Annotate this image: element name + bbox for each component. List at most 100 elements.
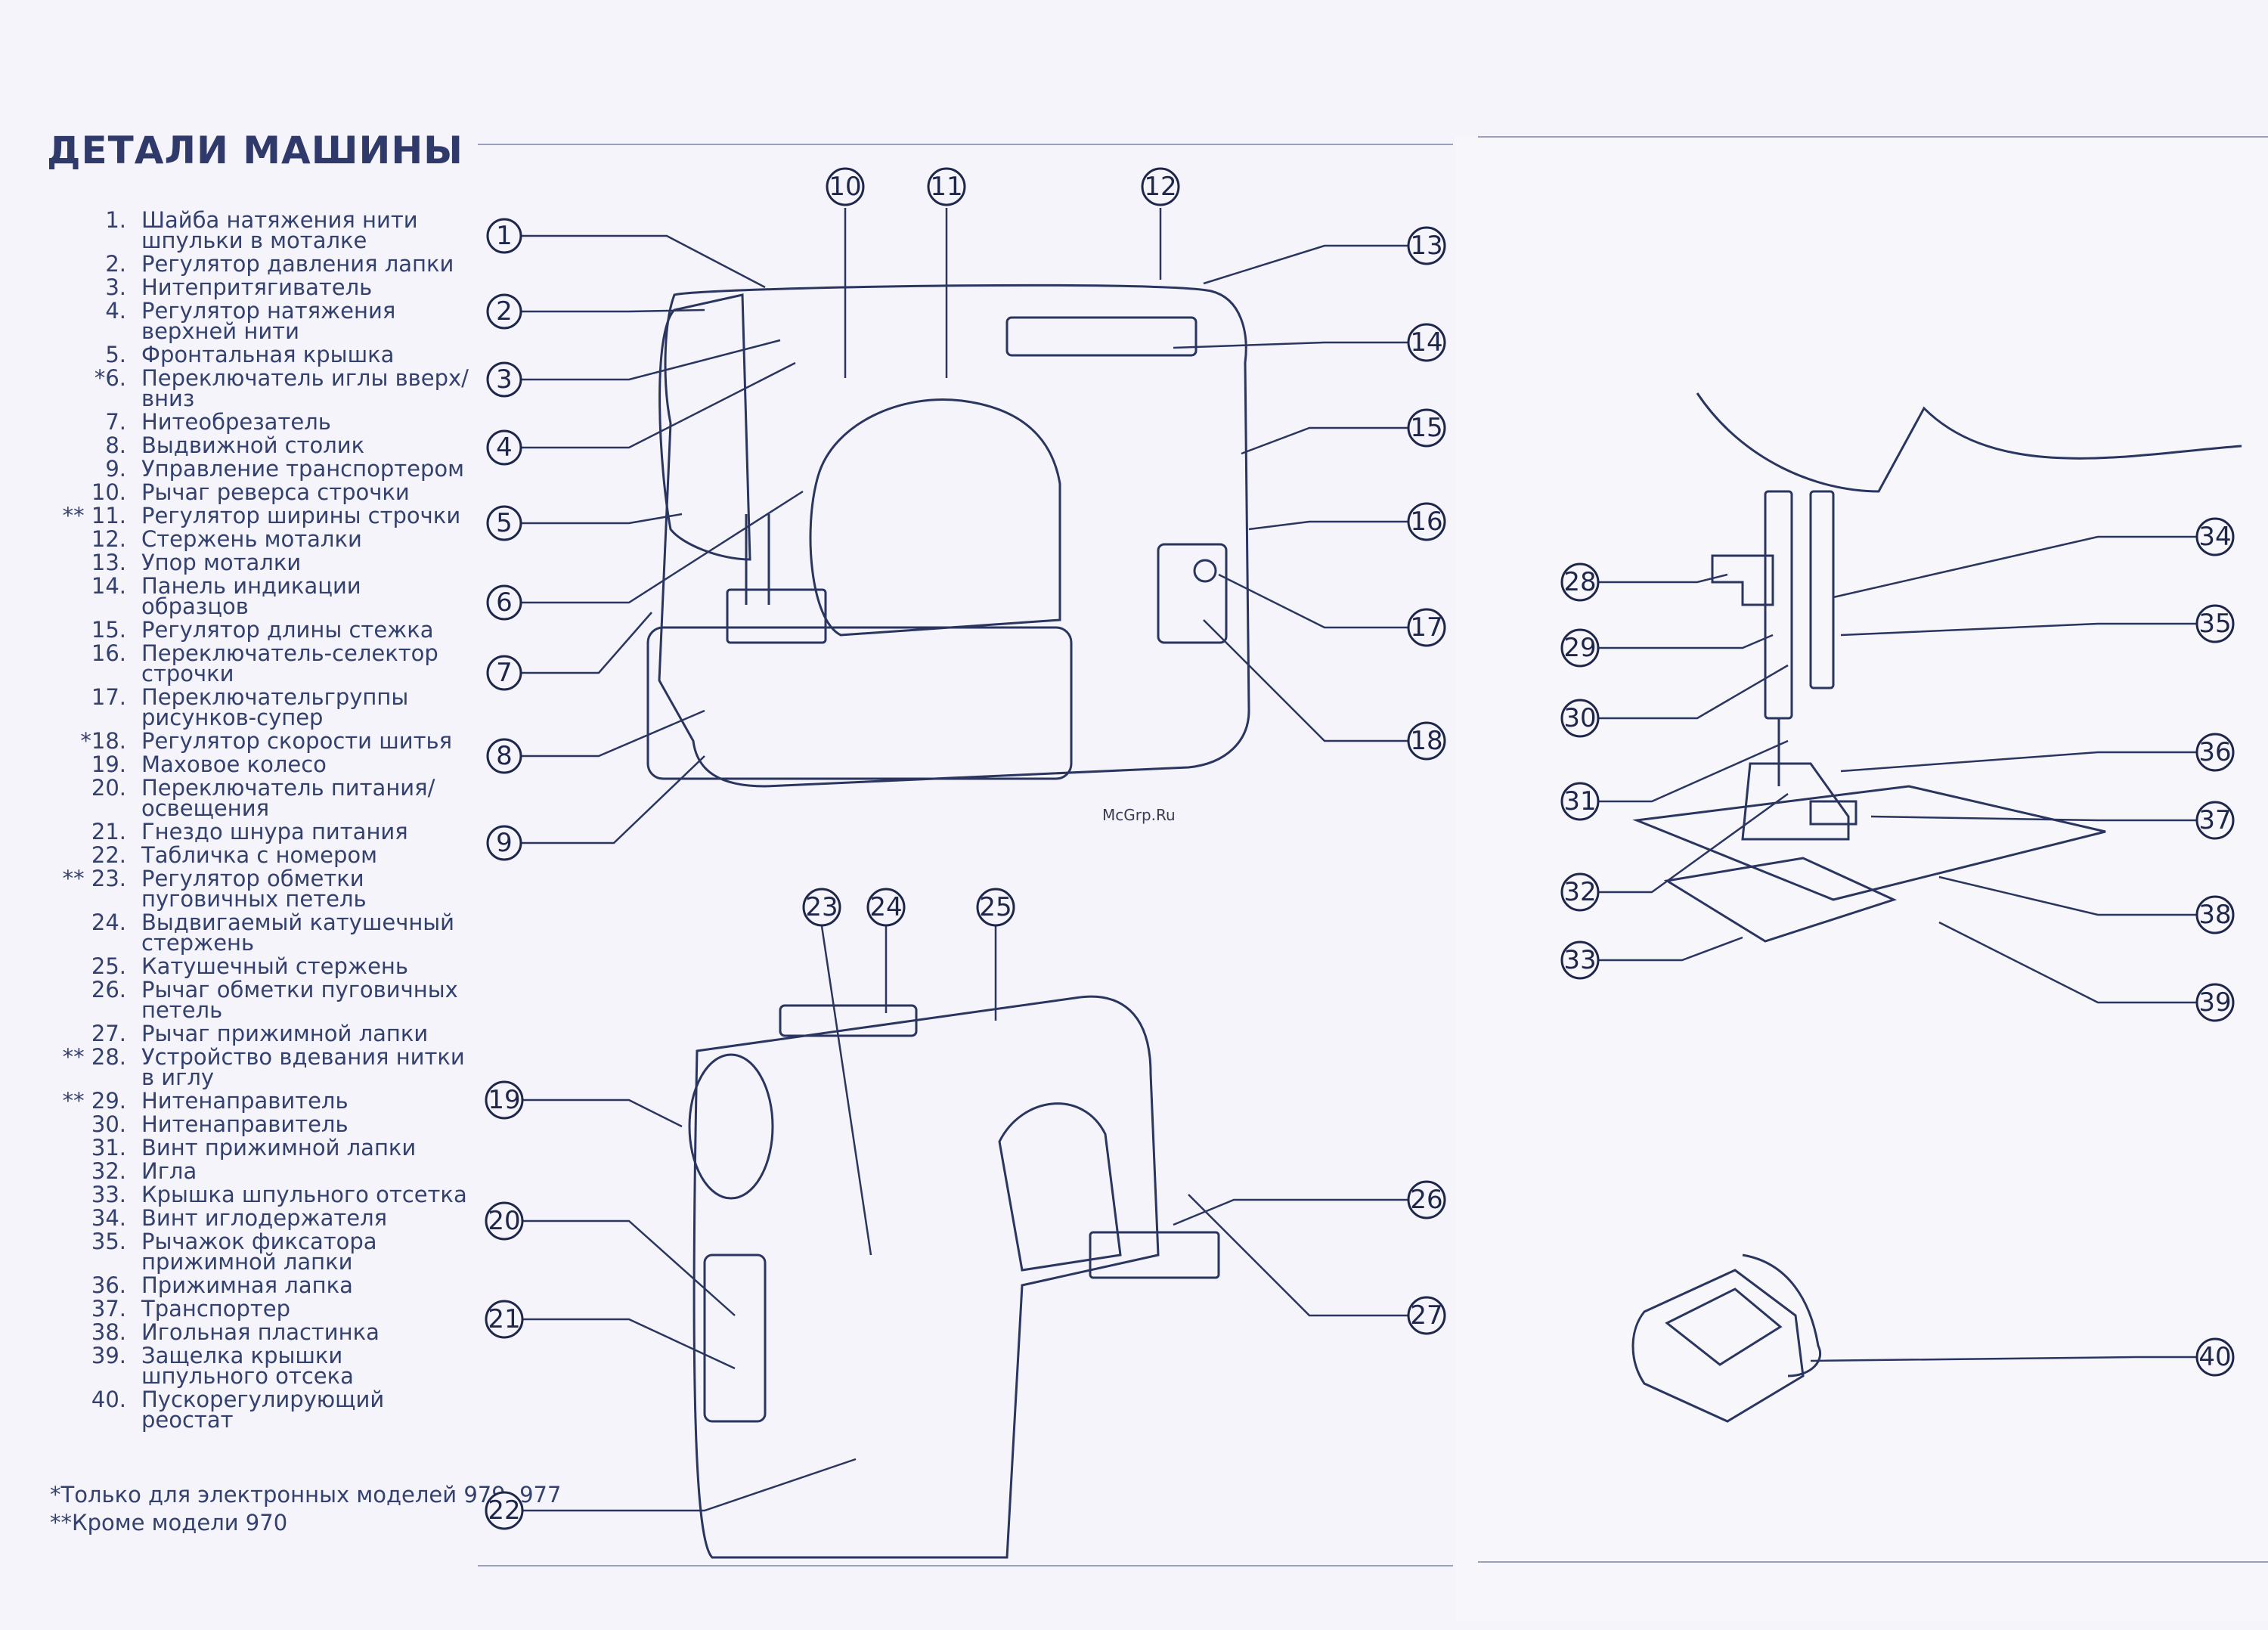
list-item: 26.Рычаг обметки пуговичных петель bbox=[45, 979, 469, 1021]
part-name: Регулятор натяжения верхней нити bbox=[141, 298, 396, 344]
foot-controller bbox=[1631, 1269, 1805, 1423]
part-name: Фронтальная крышка bbox=[141, 342, 395, 367]
part-name: Регулятор ширины строчки bbox=[141, 503, 461, 528]
list-item: 39.Защелка крышки шпульного отсека bbox=[45, 1343, 469, 1387]
part-name: Рычажок фиксатора прижимной лапки bbox=[141, 1229, 377, 1275]
callout-21: 21 bbox=[488, 1304, 520, 1334]
callout-31: 31 bbox=[1563, 786, 1596, 817]
stitch-selector-panel bbox=[1157, 543, 1228, 644]
callout-1: 1 bbox=[496, 221, 513, 251]
part-number: ** 23. bbox=[62, 866, 126, 891]
callout-17: 17 bbox=[1410, 612, 1442, 643]
foot-controller-pedal bbox=[1665, 1288, 1783, 1366]
list-item: *6.Переключатель иглы вверх/вниз bbox=[45, 365, 469, 410]
part-number: *18. bbox=[80, 728, 126, 754]
part-number: 25. bbox=[91, 953, 126, 979]
callout-19: 19 bbox=[488, 1085, 520, 1115]
list-item: 9.Управление транспортером bbox=[45, 456, 469, 482]
threader bbox=[1711, 554, 1774, 606]
part-number: 21. bbox=[91, 819, 126, 844]
list-item: 17.Переключательгруппы рисунков-супер bbox=[45, 686, 469, 729]
list-item: 13.Упор моталки bbox=[45, 550, 469, 575]
part-number: 39. bbox=[91, 1343, 126, 1368]
part-number: 22. bbox=[91, 842, 126, 868]
part-name: Регулятор скорости шитья bbox=[141, 728, 453, 754]
part-number: 2. bbox=[105, 251, 126, 277]
part-number: *6. bbox=[94, 365, 126, 391]
part-number: 8. bbox=[105, 432, 126, 458]
part-name: Регулятор обметки пуговичных петель bbox=[141, 866, 367, 912]
callout-24: 24 bbox=[869, 892, 902, 922]
part-number: 36. bbox=[91, 1272, 126, 1298]
part-name: Пускорегулирующий реостат bbox=[141, 1387, 385, 1433]
feed-dogs bbox=[1809, 800, 1857, 826]
pattern-display-panel bbox=[1005, 316, 1198, 357]
part-number: ** 28. bbox=[62, 1044, 126, 1070]
part-name: Катушечный стержень bbox=[141, 953, 408, 979]
list-item: 5.Фронтальная крышка bbox=[45, 342, 469, 367]
callout-5: 5 bbox=[496, 508, 513, 538]
part-name: Устройство вдевания нитки в иглу bbox=[141, 1044, 465, 1090]
part-number: 35. bbox=[91, 1229, 126, 1254]
list-item: ** 23. Регулятор обметки пуговичных петел… bbox=[45, 866, 469, 912]
part-number: 16. bbox=[91, 640, 126, 666]
list-item: 8. Выдвижной столик bbox=[45, 432, 469, 458]
callout-35: 35 bbox=[2198, 609, 2231, 639]
list-item: 4. Регулятор натяжения верхней нити bbox=[45, 298, 469, 344]
spool-pin-housing bbox=[779, 1004, 918, 1037]
part-name: Прижимная лапка bbox=[141, 1272, 353, 1298]
list-item: 21. Гнездо шнура питания bbox=[45, 819, 469, 844]
right-top-rule bbox=[1478, 136, 2268, 138]
part-name: Маховое колесо bbox=[141, 751, 327, 777]
footnote-electronic: *Только для электронных моделей 979, 977 bbox=[50, 1482, 562, 1508]
part-name: Гнездо шнура питания bbox=[141, 819, 408, 844]
callout-26: 26 bbox=[1410, 1185, 1442, 1215]
bottom-rule bbox=[478, 1565, 1453, 1566]
list-item: 25. Катушечный стержень bbox=[45, 953, 469, 979]
part-number: 27. bbox=[91, 1021, 126, 1046]
presser-bar bbox=[1809, 490, 1835, 689]
callout-4: 4 bbox=[496, 432, 513, 463]
callout-20: 20 bbox=[488, 1206, 520, 1236]
list-item: 7.Нитеобрезатель bbox=[45, 409, 469, 435]
part-name: Панель индикации образцов bbox=[141, 573, 361, 619]
callout-10: 10 bbox=[829, 172, 861, 202]
part-number: 30. bbox=[91, 1111, 126, 1137]
callout-11: 11 bbox=[930, 172, 962, 202]
part-number: 37. bbox=[91, 1296, 126, 1322]
callout-37: 37 bbox=[2198, 805, 2231, 835]
part-name: Нитенаправитель bbox=[141, 1088, 349, 1114]
part-name: Транспортер bbox=[141, 1296, 291, 1322]
rear-needle-plate bbox=[1089, 1231, 1220, 1279]
part-name: Игольная пластинка bbox=[141, 1319, 380, 1345]
list-item: ** 11.Регулятор ширины строчки bbox=[45, 503, 469, 528]
list-item: 38.Игольная пластинка bbox=[45, 1322, 469, 1343]
callout-29: 29 bbox=[1563, 633, 1596, 663]
callout-30: 30 bbox=[1563, 703, 1596, 733]
callout-18: 18 bbox=[1410, 726, 1442, 756]
part-number: 4. bbox=[105, 298, 126, 324]
part-name: Переключатель питания/освещения bbox=[141, 775, 435, 821]
callout-12: 12 bbox=[1144, 172, 1176, 202]
list-item: 36. Прижимная лапка bbox=[45, 1272, 469, 1298]
part-number: 32. bbox=[91, 1158, 126, 1184]
part-name: Управление транспортером bbox=[141, 456, 464, 482]
part-name: Упор моталки bbox=[141, 550, 302, 575]
list-item: 30.Нитенаправитель bbox=[45, 1111, 469, 1137]
callout-25: 25 bbox=[979, 892, 1012, 922]
callout-27: 27 bbox=[1410, 1300, 1442, 1331]
part-number: 7. bbox=[105, 409, 126, 435]
list-item: 15.Регулятор длины стежка bbox=[45, 619, 469, 641]
part-number: 19. bbox=[91, 751, 126, 777]
list-item: 3.Нитепритягиватель bbox=[45, 277, 469, 299]
speed-knob bbox=[1193, 559, 1217, 583]
part-name: Переключатель-селектор строчки bbox=[141, 640, 438, 686]
list-item: 2.Регулятор давления лапки bbox=[45, 251, 469, 277]
list-item: 34.Винт иглодержателя bbox=[45, 1207, 469, 1229]
part-name: Выдвижной столик bbox=[141, 432, 365, 458]
list-item: 14.Панель индикации образцов bbox=[45, 573, 469, 619]
callout-32: 32 bbox=[1563, 877, 1596, 907]
